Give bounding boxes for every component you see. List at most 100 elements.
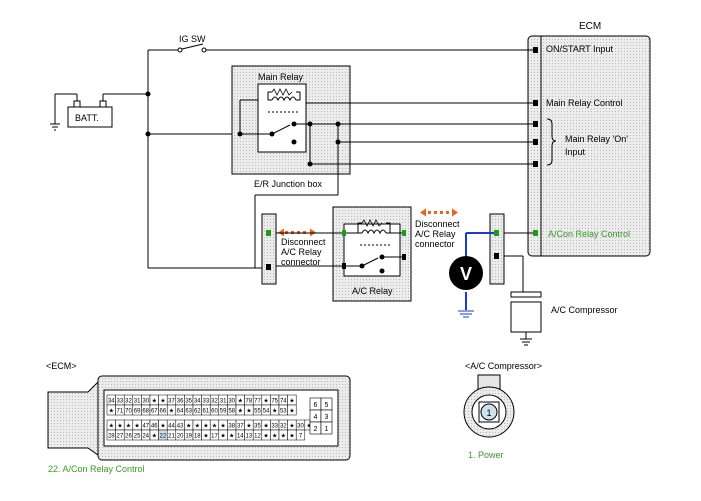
probe-wire bbox=[465, 232, 494, 310]
ac-relay bbox=[343, 219, 401, 277]
left-disconnect-label-2: A/C Relay bbox=[281, 247, 322, 257]
ecm-pin-label: ★ bbox=[117, 423, 122, 430]
ecm-pin-label: 30 bbox=[297, 424, 304, 430]
ecm-pin-label: ★ bbox=[289, 433, 294, 440]
ecm-pin-label: 7 bbox=[299, 434, 303, 440]
ecm-pin-label: 31 bbox=[134, 399, 141, 405]
ecm-pin-label: 33 bbox=[203, 399, 210, 405]
ecm-pin-label: 21 bbox=[168, 434, 175, 440]
voltmeter bbox=[449, 256, 483, 290]
ecm-side-pin-label: 6 bbox=[314, 402, 318, 409]
ecm-pin-label: 43 bbox=[177, 424, 184, 430]
ecm-pin-label: 30 bbox=[228, 399, 235, 405]
ecm-pin-label: 78 bbox=[246, 399, 253, 405]
ecm-main-relay-on-input-label: Main Relay 'On' bbox=[565, 134, 628, 144]
right-disconnect-label-3: connector bbox=[415, 239, 455, 249]
ecm-side-pin-label: 1 bbox=[325, 426, 329, 433]
ecm-pin-label: 68 bbox=[142, 409, 149, 415]
ecm-pin-label: 17 bbox=[211, 434, 218, 440]
ecm-pin-label: 59 bbox=[220, 409, 227, 415]
ecm-pin-label: ★ bbox=[289, 423, 294, 430]
ecm-pin-label: ★ bbox=[229, 433, 234, 440]
battery bbox=[50, 93, 148, 131]
ecm-pin-label: 53 bbox=[280, 409, 287, 415]
ecm-main-relay-on-input-label-2: Input bbox=[565, 147, 586, 157]
ecm-side-pin-label: 3 bbox=[325, 414, 329, 421]
ecm-pin-label: ★ bbox=[281, 433, 286, 440]
ecm-side-pin-label: 2 bbox=[314, 426, 318, 433]
ecm-pin-label: 47 bbox=[142, 424, 149, 430]
junction-dots bbox=[145, 91, 151, 137]
ecm-connector bbox=[47, 375, 351, 461]
ac-relay-terminals bbox=[342, 230, 406, 269]
right-disconnect-label-2: A/C Relay bbox=[415, 229, 456, 239]
ecm-pin-label: ★ bbox=[186, 423, 191, 430]
ecm-pin-label: ★ bbox=[238, 398, 243, 405]
ecm-pin-label: 24 bbox=[142, 434, 149, 440]
compressor-pin-caption: 1. Power bbox=[468, 450, 504, 460]
ecm-pin-label: 74 bbox=[280, 399, 287, 405]
voltmeter-label: V bbox=[460, 264, 472, 284]
left-disconnect-label-1: Disconnect bbox=[281, 237, 326, 247]
ecm-pin-label: 69 bbox=[134, 409, 141, 415]
ecm-pin-label: ★ bbox=[160, 423, 165, 430]
ecm-on-start-input-label: ON/START Input bbox=[546, 44, 614, 54]
ecm-pin-label: ★ bbox=[195, 423, 200, 430]
ecm-pin-label: ★ bbox=[203, 433, 208, 440]
left-relay-connector bbox=[261, 213, 277, 285]
right-relay-connector bbox=[489, 213, 505, 285]
left-disconnect-label-3: connector bbox=[281, 257, 321, 267]
ecm-pin-label: ★ bbox=[109, 408, 114, 415]
ecm-pin-label: 30 bbox=[142, 399, 149, 405]
ecm-pin-label: 14 bbox=[237, 434, 244, 440]
ecm-pin-caption: 22. A/Con Relay Control bbox=[48, 464, 145, 474]
right-disconnect-arrow bbox=[420, 208, 458, 217]
ecm-pin-label: 18 bbox=[194, 434, 201, 440]
ecm-title: ECM bbox=[579, 21, 601, 32]
right-connector-wires bbox=[504, 232, 533, 292]
ecm-pin-label: 22 bbox=[160, 434, 167, 440]
ig-switch-label: IG SW bbox=[179, 34, 206, 44]
ecm-pin-label: 20 bbox=[177, 434, 184, 440]
ecm-pin-label: ★ bbox=[272, 408, 277, 415]
ac-compressor-label: A/C Compressor bbox=[551, 305, 618, 315]
ecm-pin-label: 13 bbox=[246, 434, 253, 440]
ecm-pin-label: 35 bbox=[185, 399, 192, 405]
ecm-connector-title: <ECM> bbox=[46, 361, 77, 371]
ecm-pin-label: ★ bbox=[212, 423, 217, 430]
er-junction-box-label: E/R Junction box bbox=[254, 179, 323, 189]
ecm-pin-label: 54 bbox=[263, 409, 270, 415]
ecm-pin-label: ★ bbox=[160, 398, 165, 405]
ecm-pin-label: ★ bbox=[203, 423, 208, 430]
ac-relay-label: A/C Relay bbox=[352, 286, 393, 296]
ecm-pin-label: 60 bbox=[211, 409, 218, 415]
ecm-pin-label: 32 bbox=[280, 424, 287, 430]
voltmeter-ground bbox=[458, 310, 474, 318]
ecm-pin-label: 32 bbox=[211, 399, 218, 405]
ecm-pin-label: ★ bbox=[220, 423, 225, 430]
ecm-pin-cell bbox=[287, 404, 297, 416]
ecm-pin-label: ★ bbox=[134, 423, 139, 430]
ecm-pin-label: ★ bbox=[152, 398, 157, 405]
ecm-pin-label: ★ bbox=[169, 408, 174, 415]
right-disconnect-label-1: Disconnect bbox=[415, 219, 460, 229]
ecm-pin-label: 25 bbox=[134, 434, 141, 440]
ecm-side-pin-label: 4 bbox=[314, 414, 318, 421]
ig-switch bbox=[177, 43, 207, 53]
ecm-pin-label: 35 bbox=[254, 424, 261, 430]
ecm-pin-label: ★ bbox=[152, 433, 157, 440]
ecm-pin-label: 44 bbox=[168, 424, 175, 430]
compressor-pin-number: 1 bbox=[486, 408, 491, 418]
main-relay bbox=[257, 83, 307, 153]
ecm-pin-label: 33 bbox=[117, 399, 124, 405]
ecm-pin-label: 31 bbox=[220, 399, 227, 405]
ecm-pin-label: 37 bbox=[237, 424, 244, 430]
ecm-pin-label: 77 bbox=[254, 399, 261, 405]
ecm-pin-label: 71 bbox=[117, 409, 124, 415]
ecm-side-pin-label: 5 bbox=[325, 402, 329, 409]
ecm-pin-label: 34 bbox=[194, 399, 201, 405]
main-relay-label: Main Relay bbox=[258, 72, 304, 82]
ecm-pin-label: 33 bbox=[271, 424, 278, 430]
ecm-pin-label: ★ bbox=[246, 423, 251, 430]
